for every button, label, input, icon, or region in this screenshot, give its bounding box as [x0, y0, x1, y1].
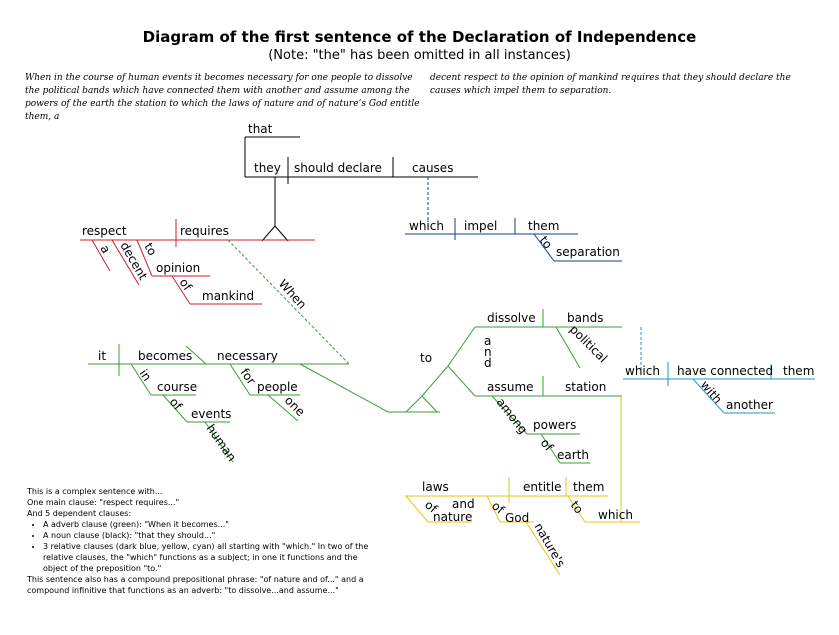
notes-item: 3 relative clauses (dark blue, yellow, c…: [43, 541, 372, 574]
word-them-3: them: [573, 480, 604, 494]
word-one: one: [282, 393, 308, 419]
word-god: God: [505, 511, 529, 525]
word-necessary: necessary: [217, 349, 278, 363]
word-nature: nature: [433, 510, 472, 524]
word-among: among: [494, 395, 531, 436]
notes-intro: This is a complex sentence with...: [27, 487, 163, 496]
notes-list: A adverb clause (green): "When it become…: [27, 519, 372, 574]
word-political: political: [567, 322, 610, 365]
word-them-2: them: [783, 364, 814, 378]
notes-main-clause: One main clause: "respect requires...": [27, 498, 180, 507]
word-to-4: to: [568, 498, 586, 516]
and-letter-a: a: [484, 334, 491, 348]
page-title: Diagram of the first sentence of the Dec…: [142, 28, 697, 46]
word-requires: requires: [180, 224, 229, 238]
word-respect: respect: [82, 224, 127, 238]
word-should-declare: should declare: [294, 161, 382, 175]
noun-clause-lines: [244, 136, 478, 242]
adverb-clause-lines: [88, 239, 622, 464]
word-natures: nature's: [531, 521, 568, 570]
and-letter-d: d: [484, 356, 492, 370]
word-which-1: which: [409, 219, 444, 233]
word-people: people: [257, 380, 298, 394]
word-opinion: opinion: [156, 261, 200, 275]
word-station: station: [565, 380, 606, 394]
word-and-vertical: a n d: [484, 334, 492, 370]
word-impel: impel: [464, 219, 497, 233]
word-them-1: them: [528, 219, 559, 233]
word-powers: powers: [533, 418, 576, 432]
word-of-3: of: [538, 436, 557, 454]
relative-clause-blue-lines: [405, 177, 622, 262]
word-events: events: [191, 407, 231, 421]
notes-dependent-intro: And 5 dependent clauses:: [27, 509, 132, 518]
word-in: in: [137, 367, 155, 384]
word-causes: causes: [412, 161, 453, 175]
word-it: it: [98, 349, 106, 363]
and-letter-n: n: [484, 345, 492, 359]
notes-item: A noun clause (black): "that they should…: [43, 530, 372, 541]
word-laws: laws: [422, 480, 449, 494]
word-dissolve: dissolve: [487, 311, 536, 325]
page-subtitle: (Note: "the" has been omitted in all ins…: [268, 48, 571, 63]
word-which-3: which: [598, 508, 633, 522]
word-entitle: entitle: [523, 480, 561, 494]
word-they: they: [254, 161, 281, 175]
word-mankind: mankind: [202, 289, 254, 303]
word-earth: earth: [557, 448, 589, 462]
explanation-notes: This is a complex sentence with... One m…: [27, 486, 372, 596]
word-and: and: [452, 497, 475, 511]
notes-item: A adverb clause (green): "When it become…: [43, 519, 372, 530]
word-human: human: [204, 422, 239, 464]
word-to-3: to: [420, 351, 432, 365]
word-course: course: [157, 380, 197, 394]
sentence-text-part-1: When in the course of human events it be…: [25, 73, 420, 122]
notes-outro: This sentence also has a compound prepos…: [27, 575, 364, 595]
word-bands: bands: [567, 311, 603, 325]
word-separation: separation: [556, 245, 620, 259]
word-for: for: [238, 366, 259, 388]
main-clause-lines: [80, 219, 315, 305]
word-becomes: becomes: [138, 349, 192, 363]
word-assume: assume: [487, 380, 534, 394]
word-another: another: [726, 398, 773, 412]
relative-clause-cyan-lines: [623, 327, 815, 414]
word-of-2: of: [167, 395, 186, 413]
word-with: with: [698, 378, 725, 407]
relative-clause-yellow-lines: [405, 396, 640, 576]
word-to-2: to: [141, 241, 159, 258]
word-that: that: [248, 122, 273, 136]
word-which-2: which: [625, 364, 660, 378]
sentence-text-part-2: decent respect to the opinion of mankind…: [430, 73, 791, 96]
word-to-1: to: [537, 233, 555, 251]
word-of-1: of: [177, 276, 196, 294]
word-have-connected: have connected: [677, 364, 773, 378]
